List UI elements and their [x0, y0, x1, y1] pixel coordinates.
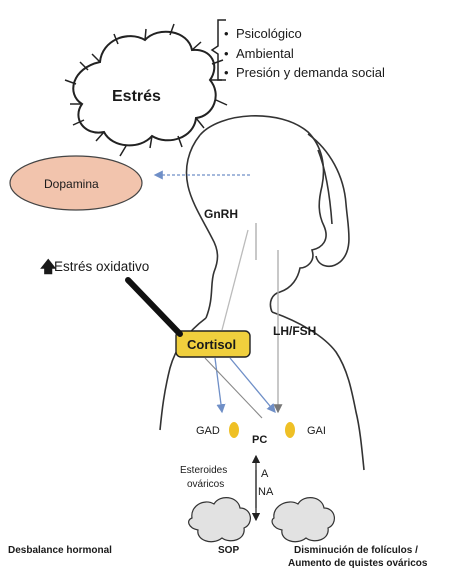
cortisol-to-gad-arrow: [215, 358, 222, 412]
dopamine-label: Dopamina: [44, 177, 99, 191]
gai-label: GAI: [307, 425, 326, 437]
left-ovary-icon: [189, 498, 251, 542]
stress-factor-item: Presión y demanda social: [236, 63, 385, 83]
hormonal-imbalance-label: Desbalance hormonal: [8, 545, 112, 556]
steroids-label-line2: ováricos: [187, 479, 224, 490]
cyst-increase-label: Aumento de quistes ováricos: [288, 558, 427, 569]
gai-gland: [285, 422, 295, 438]
cortisol-to-pc-line: [205, 358, 262, 418]
pc-label: PC: [252, 434, 267, 446]
lh-fsh-label: LH/FSH: [273, 324, 316, 338]
oxidative-stress-label: Estrés oxidativo: [54, 259, 149, 274]
follicle-decrease-label: Disminución de folículos /: [294, 545, 418, 556]
gad-label: GAD: [196, 425, 220, 437]
steroids-label-line1: Esteroides: [180, 465, 227, 476]
gnrh-label: GnRH: [204, 207, 238, 221]
right-ovary-icon: [272, 498, 334, 542]
cortisol-to-gai-arrow: [230, 358, 275, 412]
na-label: NA: [258, 486, 273, 498]
stress-title: Estrés: [112, 88, 161, 106]
woman-silhouette: [160, 116, 364, 470]
cortisol-label: Cortisol: [187, 337, 236, 352]
pcos-label: SOP: [218, 545, 239, 556]
a-label: A: [261, 468, 268, 480]
stress-factor-list: Psicológico Ambiental Presión y demanda …: [236, 24, 385, 83]
stress-factor-item: Psicológico: [236, 24, 385, 44]
oxidative-stress-pointer: [128, 280, 180, 334]
stress-factor-item: Ambiental: [236, 44, 385, 64]
gad-gland: [229, 422, 239, 438]
hypothalamus-to-cortisol-line: [222, 230, 248, 330]
